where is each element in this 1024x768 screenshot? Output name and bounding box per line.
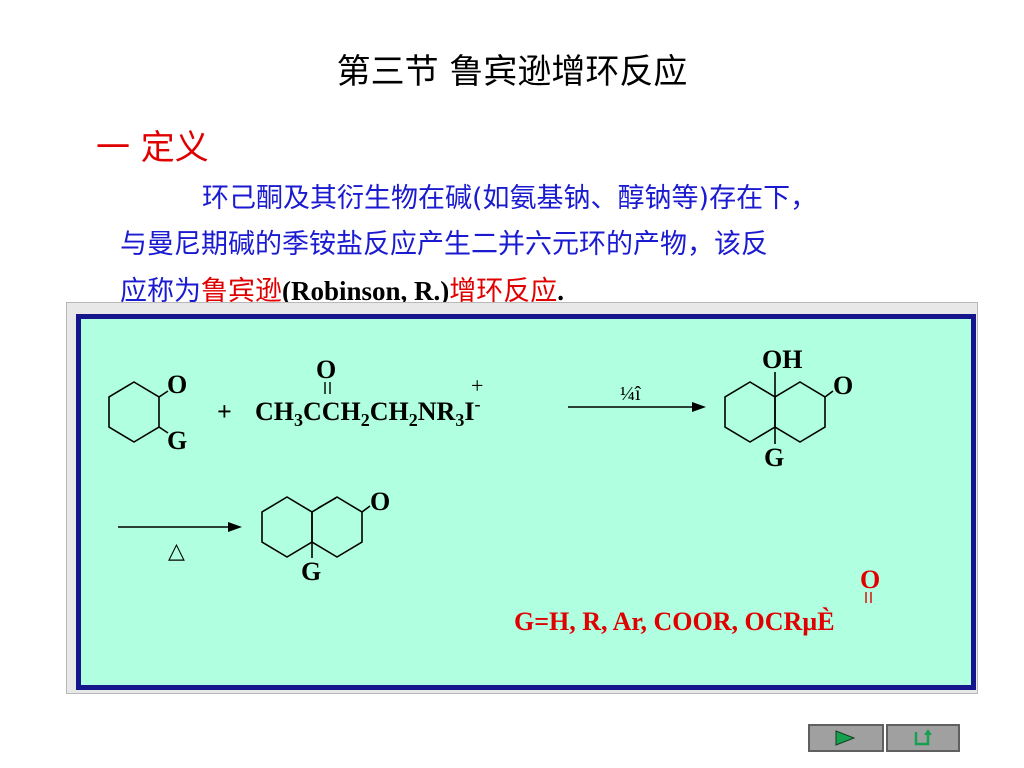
- reagent-charge: +: [471, 373, 483, 398]
- product1-co-bond: [824, 390, 834, 398]
- reagent-formula: CH3CCH2CH2NR3I-: [255, 394, 480, 430]
- section-heading: 一 定义: [96, 128, 209, 168]
- return-icon: [914, 729, 932, 746]
- arrow-1-head: [692, 402, 706, 412]
- robinson-en: (Robinson, R.): [282, 276, 450, 306]
- product1-g-label: G: [764, 443, 784, 472]
- robinson-cn: 鲁宾逊: [201, 276, 282, 307]
- product1-left-ring: [724, 381, 776, 443]
- next-slide-button[interactable]: [808, 724, 884, 752]
- product2-double-bond: [317, 497, 337, 509]
- arrow-1-label: ¼î: [620, 383, 641, 405]
- para-line-2: 与曼尼期碱的季铵盐反应产生二并六元环的产物，该反: [120, 229, 768, 260]
- reagent-o-label: O: [316, 355, 336, 384]
- reactant-g-label: G: [167, 426, 187, 455]
- product1-oh-label: OH: [762, 345, 802, 374]
- arrow-2-label: △: [168, 538, 185, 563]
- para-line-3: 应称为鲁宾逊(Robinson, R.)增环反应.: [120, 268, 960, 315]
- para-line-3-a: 应称为: [120, 276, 201, 307]
- reactant-ring: [108, 381, 160, 443]
- product2-g-label: G: [301, 557, 321, 586]
- product1-right-ring: [774, 381, 826, 443]
- g-def-o-label: O: [860, 565, 880, 594]
- annulation-term: 增环反应: [449, 276, 558, 307]
- product2-co-bond: [361, 505, 371, 513]
- product2-right-ring: [311, 496, 363, 558]
- para-line-1: 环己酮及其衍生物在碱(如氨基钠、醇钠等)存在下，: [202, 183, 818, 214]
- para-period: .: [557, 276, 565, 306]
- product1-o-label: O: [833, 371, 853, 400]
- reactant-g-bond: [158, 426, 169, 434]
- product2-left-ring: [261, 496, 313, 558]
- plus-sign: +: [217, 397, 232, 426]
- slide-title: 第三节 鲁宾逊增环反应: [336, 52, 688, 92]
- arrow-2-head: [228, 522, 242, 532]
- definition-paragraph: 环己酮及其衍生物在碱(如氨基钠、醇钠等)存在下， 与曼尼期碱的季铵盐反应产生二并…: [120, 176, 960, 315]
- g-definition: G=H, R, Ar, COOR, OCRµÈ: [514, 607, 835, 636]
- product2-o-label: O: [370, 487, 390, 516]
- return-button[interactable]: [886, 724, 960, 752]
- reactant-o-label: O: [167, 370, 187, 399]
- reactant-co-bond: [158, 390, 169, 398]
- scheme-frame: [76, 314, 976, 690]
- play-icon: [835, 730, 856, 746]
